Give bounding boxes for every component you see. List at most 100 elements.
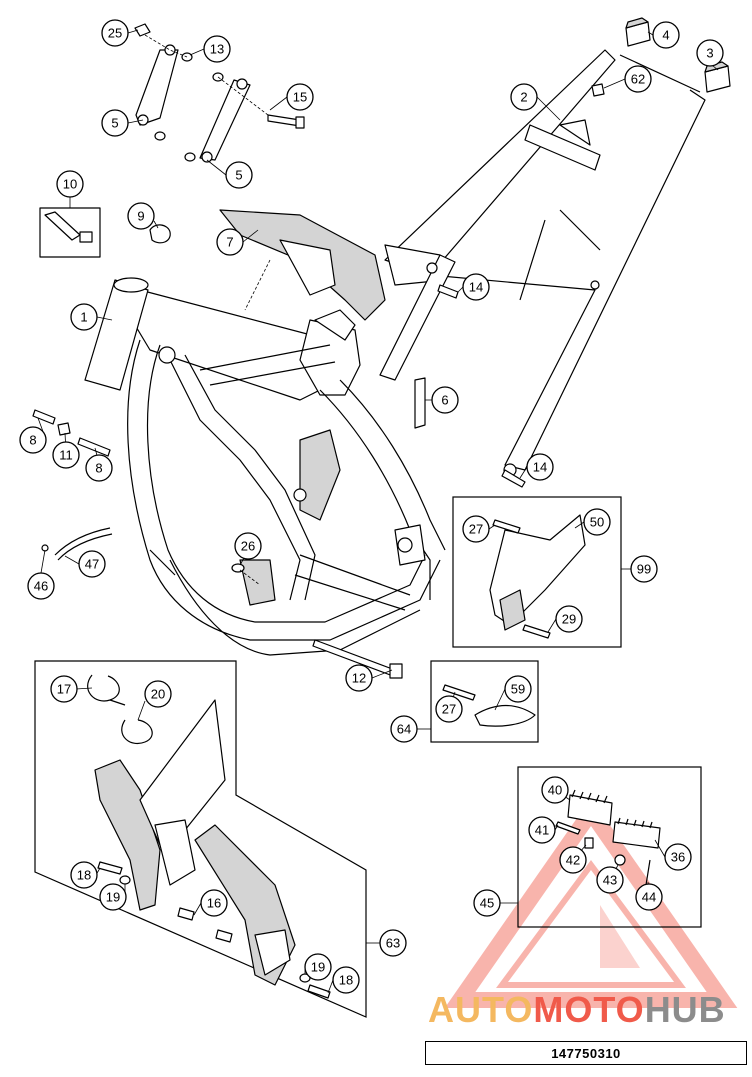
svg-text:8: 8 [95,461,102,476]
callout-42: 42 [559,846,587,874]
bolt-part-15 [267,114,305,129]
callout-12: 12 [345,664,373,692]
svg-text:19: 19 [106,890,120,905]
callout-1: 1 [70,303,98,331]
callout-19-right: 19 [304,953,332,981]
bolt-part-14-upper [437,284,459,299]
svg-text:64: 64 [397,722,411,737]
bolt-part-18-right [307,984,331,999]
link-part-5-left [135,44,179,126]
svg-text:40: 40 [548,783,562,798]
part-number-label: 147750310 [425,1041,747,1065]
callout-29: 29 [555,605,583,633]
svg-text:12: 12 [352,671,366,686]
svg-text:18: 18 [77,868,91,883]
svg-text:8: 8 [29,433,36,448]
callout-45: 45 [473,889,501,917]
svg-text:5: 5 [235,168,242,183]
callout-5-right: 5 [225,161,253,189]
callout-3: 3 [696,39,724,67]
svg-text:4: 4 [662,28,669,43]
nut-part-62 [591,83,605,97]
callout-36: 36 [664,843,692,871]
callout-50: 50 [583,508,611,536]
svg-text:50: 50 [590,515,604,530]
callout-17: 17 [50,675,78,703]
pin-part-41 [555,821,581,835]
svg-text:63: 63 [386,936,400,951]
callout-5-left: 5 [101,109,129,137]
main-frame [119,289,446,656]
callout-14-lower: 14 [526,453,554,481]
callout-2: 2 [510,83,538,111]
watermark-hub: HUB [644,989,726,1030]
bolt-part-12 [312,639,403,679]
svg-text:14: 14 [533,460,547,475]
svg-text:41: 41 [535,823,549,838]
svg-text:7: 7 [226,235,233,250]
svg-text:27: 27 [469,522,483,537]
spacer-part-16 [177,907,233,943]
svg-text:59: 59 [511,682,525,697]
bolt-part-8-right [77,437,111,457]
svg-text:42: 42 [566,853,580,868]
callout-25: 25 [101,19,129,47]
svg-text:1: 1 [80,310,87,325]
callout-63: 63 [379,929,407,957]
callout-13: 13 [203,35,231,63]
watermark-moto: MOTO [533,989,645,1030]
callout-40: 40 [541,776,569,804]
svg-text:13: 13 [210,42,224,57]
svg-text:19: 19 [311,960,325,975]
callout-9: 9 [127,202,155,230]
cable-tie-part-20 [121,719,153,744]
protector-part-16 [194,824,296,986]
bolt-part-29 [522,624,551,639]
svg-text:62: 62 [631,72,645,87]
svg-text:5: 5 [111,116,118,131]
callout-16: 16 [200,889,228,917]
svg-text:26: 26 [241,539,255,554]
svg-text:20: 20 [151,687,165,702]
callout-99: 99 [630,555,658,583]
callout-10: 10 [56,170,84,198]
svg-text:2: 2 [520,90,527,105]
kit-part-10 [39,207,101,258]
callout-62: 62 [624,65,652,93]
svg-text:6: 6 [441,393,448,408]
callout-64: 64 [390,715,418,743]
cable-tie-part-17 [87,674,126,706]
callout-11: 11 [52,441,80,469]
cap-part-4 [625,17,651,47]
bracket-part-7 [219,209,386,321]
callout-15: 15 [286,83,314,111]
callout-18-left: 18 [70,861,98,889]
callout-26: 26 [234,532,262,560]
callout-27-kit99: 27 [462,515,490,543]
svg-text:27: 27 [442,702,456,717]
washers-part-13 [154,52,224,162]
callout-43: 43 [596,866,624,894]
group-box-45 [517,766,702,928]
callout-19-left: 19 [99,883,127,911]
callout-14-upper: 14 [462,273,490,301]
group-box-64 [430,660,539,743]
bolt-part-14-lower [501,469,526,488]
callout-41: 41 [528,816,556,844]
svg-text:11: 11 [59,448,73,463]
svg-text:47: 47 [85,557,99,572]
frame-cylinder-part-1 [84,277,149,391]
nut-part-11 [57,422,71,436]
link-part-5-right [199,78,251,163]
bolt-part-8-left [32,409,56,425]
svg-text:10: 10 [63,177,77,192]
callout-4: 4 [652,21,680,49]
callout-44: 44 [635,883,663,911]
callout-18-right: 18 [332,966,360,994]
svg-text:99: 99 [637,562,651,577]
footpeg-part-36 [612,817,661,849]
watermark-auto: AUTO [428,989,534,1030]
svg-text:36: 36 [671,850,685,865]
protector-part-left [94,699,226,911]
svg-text:46: 46 [34,579,48,594]
